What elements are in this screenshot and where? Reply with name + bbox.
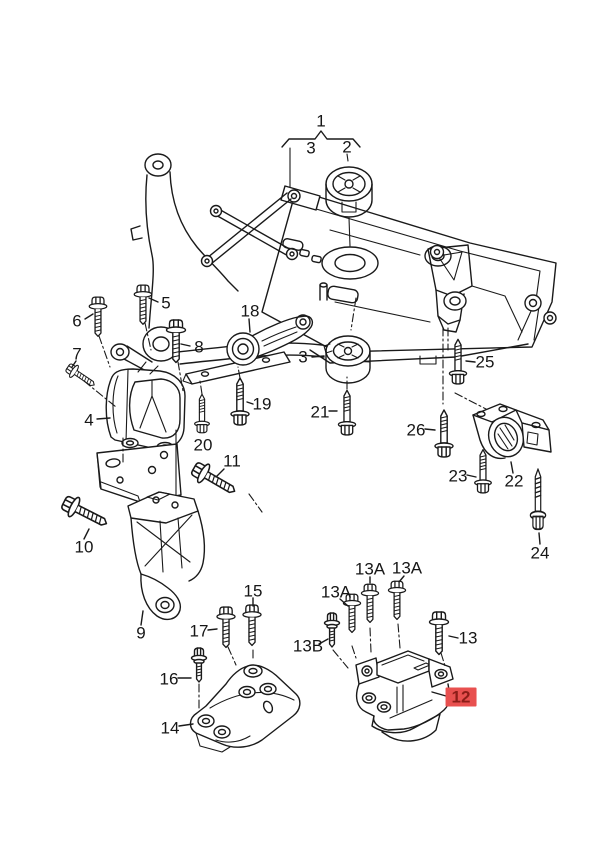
- callout-25: 25: [475, 352, 495, 372]
- callout-4: 4: [84, 410, 94, 430]
- bolt-15: [242, 604, 262, 647]
- callout-leaders: [71, 297, 541, 727]
- callout-15: 15: [243, 581, 263, 601]
- bushing-part-3: [323, 297, 371, 384]
- callout-1: 1: [316, 111, 326, 131]
- callout-13a-middle: 13A: [354, 559, 386, 579]
- bolt-20: [194, 393, 210, 434]
- callout-24: 24: [530, 543, 550, 563]
- bolt-17: [216, 606, 236, 649]
- bolt-10: [58, 491, 113, 534]
- bolt-13: [428, 611, 450, 656]
- bolt-24: [529, 468, 547, 531]
- callout-12-highlighted: 12: [445, 687, 477, 707]
- callout-13a-right: 13A: [391, 558, 423, 578]
- bolt-13b: [323, 612, 341, 648]
- callout-18: 18: [240, 301, 260, 321]
- bolt-19: [230, 377, 250, 426]
- clamp-bracket-part-22: [472, 403, 552, 460]
- callout-22: 22: [504, 471, 524, 491]
- callout-13b: 13B: [292, 636, 324, 656]
- subframe-drawing: [130, 130, 557, 365]
- bolt-23: [474, 449, 492, 494]
- callout-9: 9: [136, 623, 146, 643]
- bolt-16: [190, 647, 208, 683]
- callout-10: 10: [74, 537, 94, 557]
- bolt-26: [434, 409, 454, 458]
- callout-14: 14: [160, 718, 180, 738]
- gearbox-mount-part-12: [355, 650, 454, 742]
- callout-11: 11: [223, 451, 241, 471]
- callout-8: 8: [194, 337, 204, 357]
- engine-mount-part-14: [189, 664, 301, 753]
- callout-6: 6: [72, 311, 82, 331]
- callout-26: 26: [406, 420, 426, 440]
- mounting-plate: [96, 429, 182, 503]
- callout-16: 16: [159, 669, 179, 689]
- callout-7: 7: [72, 344, 82, 364]
- pendulum-support-part-18: [182, 314, 314, 385]
- bolt-21: [337, 389, 357, 436]
- support-bracket-part-9: [127, 491, 206, 621]
- callout-2: 2: [342, 137, 352, 157]
- callout-13: 13: [458, 628, 478, 648]
- callout-23: 23: [448, 466, 468, 486]
- callout-17: 17: [189, 621, 209, 641]
- callout-3-top: 3: [306, 138, 316, 158]
- bolt-13a-middle: [360, 583, 380, 624]
- bolt-25: [448, 338, 468, 385]
- callout-5: 5: [161, 293, 171, 313]
- bolt-7: [63, 360, 99, 392]
- bolt-13a-right: [387, 580, 407, 621]
- callout-21: 21: [310, 402, 330, 422]
- callout-13a-left: 13A: [320, 582, 352, 602]
- centerlines: [83, 322, 487, 712]
- callout-20: 20: [193, 435, 213, 455]
- bolt-6: [88, 296, 108, 337]
- callout-3-middle: 3: [298, 347, 308, 367]
- bushing-part-2: [325, 153, 373, 247]
- callout-19: 19: [252, 394, 272, 414]
